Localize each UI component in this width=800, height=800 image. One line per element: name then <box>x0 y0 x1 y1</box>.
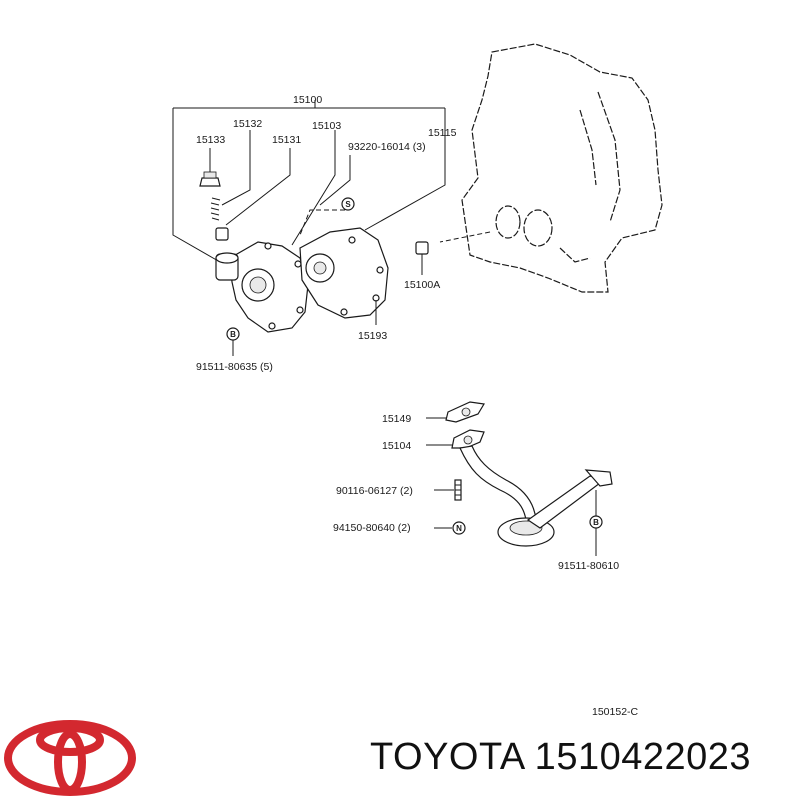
callout-b-upper: B <box>226 327 240 356</box>
label-15193: 15193 <box>358 330 387 342</box>
label-15131: 15131 <box>272 134 301 146</box>
dowel-15100A <box>415 241 429 275</box>
label-15100: 15100 <box>293 94 322 106</box>
oil-pump-cover <box>299 227 389 319</box>
relief-valve-parts <box>199 171 229 241</box>
svg-text:B: B <box>230 330 236 339</box>
svg-text:B: B <box>593 518 599 527</box>
oil-strainer-assembly <box>445 401 613 547</box>
label-91511-80610: 91511-80610 <box>558 560 619 572</box>
leader-lines-top <box>209 130 446 246</box>
toyota-logo-icon <box>4 720 136 796</box>
assembly-bracket <box>172 100 446 263</box>
oil-pump-body <box>215 241 309 333</box>
label-93220-16014: 93220-16014 (3) <box>348 141 426 153</box>
label-15100A: 15100A <box>404 279 440 291</box>
label-90116-06127: 90116-06127 (2) <box>336 485 413 497</box>
svg-text:N: N <box>456 524 462 533</box>
label-91511-80635: 91511-80635 (5) <box>196 361 273 373</box>
callout-n: N <box>452 521 466 535</box>
label-15104: 15104 <box>382 440 411 452</box>
callout-s: S <box>341 197 355 211</box>
callout-b-lower: B <box>589 515 603 529</box>
label-15132: 15132 <box>233 118 262 130</box>
label-15149: 15149 <box>382 413 411 425</box>
label-15103: 15103 <box>312 120 341 132</box>
label-diagram-code: 150152-C <box>592 706 639 718</box>
brand-title: TOYOTA 1510422023 <box>370 736 752 778</box>
svg-text:S: S <box>345 200 351 209</box>
label-15133: 15133 <box>196 134 225 146</box>
label-94150-80640: 94150-80640 (2) <box>333 522 411 534</box>
engine-block-outline <box>439 43 663 293</box>
label-15115: 15115 <box>428 127 457 139</box>
